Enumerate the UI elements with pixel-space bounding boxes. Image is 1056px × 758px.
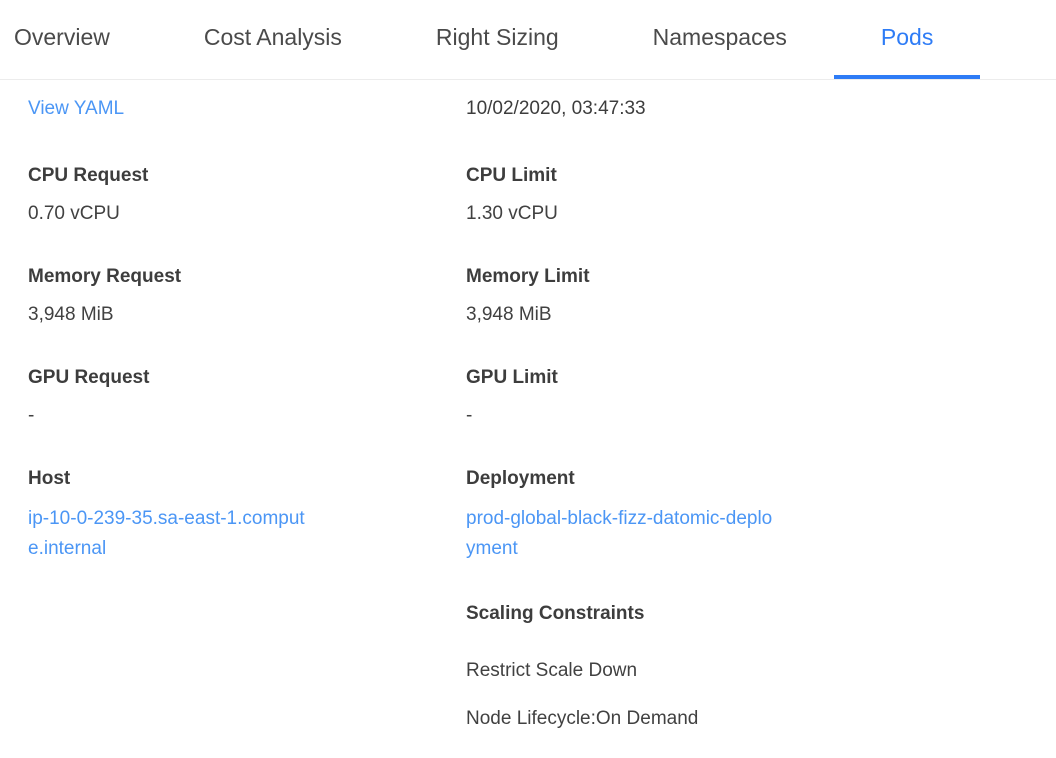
field-label: CPU Request	[28, 165, 149, 186]
field-memory-request: Memory Request 3,948 MiB	[28, 264, 466, 328]
tab-namespaces[interactable]: Namespaces	[652, 24, 787, 50]
field-label: GPU Limit	[466, 367, 558, 388]
field-value: -	[466, 405, 473, 426]
field-gpu-limit: GPU Limit -	[466, 365, 904, 429]
pod-timestamp: 10/02/2020, 03:47:33	[466, 98, 646, 119]
tab-right-sizing[interactable]: Right Sizing	[435, 24, 559, 50]
field-label: Scaling Constraints	[466, 603, 645, 624]
host-link[interactable]: ip-10-0-239-35.sa-east-1.compute.interna…	[28, 508, 305, 559]
tab-pods[interactable]: Pods	[833, 0, 981, 79]
field-gpu-request: GPU Request -	[28, 365, 466, 429]
field-label: Memory Request	[28, 266, 182, 287]
field-label: GPU Request	[28, 367, 150, 388]
detail-left-column: View YAML CPU Request 0.70 vCPU Memory R…	[28, 96, 466, 758]
deployment-link[interactable]: prod-global-black-fizz-datomic-deploymen…	[466, 508, 773, 559]
field-label: CPU Limit	[466, 165, 557, 186]
field-value: -	[28, 405, 35, 426]
scaling-constraint-item: Node Lifecycle:On Demand	[466, 708, 699, 729]
field-label: Deployment	[466, 468, 575, 489]
field-label: Memory Limit	[466, 266, 590, 287]
field-deployment: Deployment prod-global-black-fizz-datomi…	[466, 466, 904, 564]
field-cpu-limit: CPU Limit 1.30 vCPU	[466, 163, 904, 227]
view-yaml-link[interactable]: View YAML	[28, 98, 125, 119]
detail-right-column: 10/02/2020, 03:47:33 CPU Limit 1.30 vCPU…	[466, 96, 904, 758]
field-value: 3,948 MiB	[466, 304, 552, 325]
field-cpu-request: CPU Request 0.70 vCPU	[28, 163, 466, 227]
field-label: Host	[28, 468, 71, 489]
tab-cost-analysis[interactable]: Cost Analysis	[203, 24, 342, 50]
field-scaling-constraints: Scaling Constraints Restrict Scale Down …	[466, 601, 904, 732]
tab-bar: Overview Cost Analysis Right Sizing Name…	[0, 0, 1056, 80]
field-memory-limit: Memory Limit 3,948 MiB	[466, 264, 904, 328]
field-host: Host ip-10-0-239-35.sa-east-1.compute.in…	[28, 466, 466, 564]
pod-detail-panel: View YAML CPU Request 0.70 vCPU Memory R…	[0, 80, 1056, 758]
tab-overview[interactable]: Overview	[14, 24, 110, 50]
field-value: 3,948 MiB	[28, 304, 114, 325]
scaling-constraint-item: Restrict Scale Down	[466, 660, 638, 681]
field-value: 0.70 vCPU	[28, 203, 120, 224]
field-value: 1.30 vCPU	[466, 203, 558, 224]
